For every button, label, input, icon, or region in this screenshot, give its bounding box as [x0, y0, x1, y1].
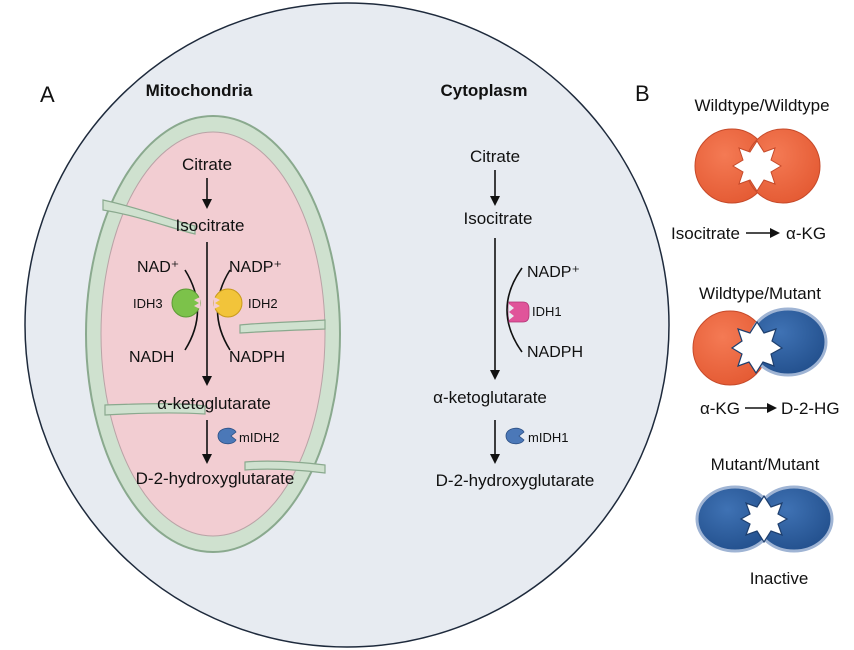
- active-site-pocket: [730, 320, 784, 375]
- mut-mut-dimer: [695, 485, 834, 553]
- crista: [244, 460, 326, 474]
- idh1-cofactor-arc: [506, 267, 523, 353]
- mitochondrion: [85, 115, 341, 553]
- idh3-label: IDH3: [133, 296, 163, 311]
- mito-nadp-plus: NADP⁺: [229, 259, 282, 276]
- idh3-enzyme: [171, 288, 201, 318]
- wt-wt-substrate: Isocitrate: [671, 224, 740, 243]
- mito-nadph: NADPH: [229, 349, 285, 366]
- idh1-label: IDH1: [532, 304, 562, 319]
- wt-mut-dimer: [692, 307, 828, 386]
- mitochondria-title: Mitochondria: [146, 81, 253, 100]
- cyto-isocitrate: Isocitrate: [464, 209, 533, 228]
- wt-wt-title: Wildtype/Wildtype: [694, 96, 829, 115]
- wt-mut-title: Wildtype/Mutant: [699, 284, 821, 303]
- idh2-enzyme: [213, 288, 243, 318]
- panel-b-letter: B: [635, 81, 650, 106]
- crista: [104, 403, 206, 416]
- cyto-nadph: NADPH: [527, 344, 583, 361]
- mito-nadh: NADH: [129, 349, 174, 366]
- panel-a-letter: A: [40, 82, 55, 107]
- idh1-enzyme: [508, 301, 530, 323]
- midh1-label: mIDH1: [528, 430, 568, 445]
- mut-mut-title: Mutant/Mutant: [711, 455, 820, 474]
- cyto-akg: α-ketoglutarate: [433, 388, 547, 407]
- crista: [102, 199, 196, 235]
- wt-wt-product: α-KG: [786, 224, 826, 243]
- mito-nad-plus: NAD⁺: [137, 259, 179, 276]
- midh2-enzyme: [217, 427, 237, 445]
- wt-mut-product: D-2-HG: [781, 399, 840, 418]
- cytoplasm-title: Cytoplasm: [441, 81, 528, 100]
- crista: [239, 319, 326, 334]
- mito-isocitrate: Isocitrate: [176, 216, 245, 235]
- cyto-citrate: Citrate: [470, 147, 520, 166]
- mito-akg: α-ketoglutarate: [157, 394, 271, 413]
- active-site-pocket: [739, 494, 789, 544]
- mut-mut-status: Inactive: [750, 569, 809, 588]
- cyto-nadp-plus: NADP⁺: [527, 264, 580, 281]
- idh2-label: IDH2: [248, 296, 278, 311]
- midh1-enzyme: [505, 427, 525, 445]
- cyto-d2hg: D-2-hydroxyglutarate: [436, 471, 595, 490]
- active-site-pocket: [732, 140, 782, 192]
- wt-wt-dimer: [694, 128, 821, 204]
- mito-citrate: Citrate: [182, 155, 232, 174]
- midh2-label: mIDH2: [239, 430, 279, 445]
- mito-d2hg: D-2-hydroxyglutarate: [136, 469, 295, 488]
- wt-mut-substrate: α-KG: [700, 399, 740, 418]
